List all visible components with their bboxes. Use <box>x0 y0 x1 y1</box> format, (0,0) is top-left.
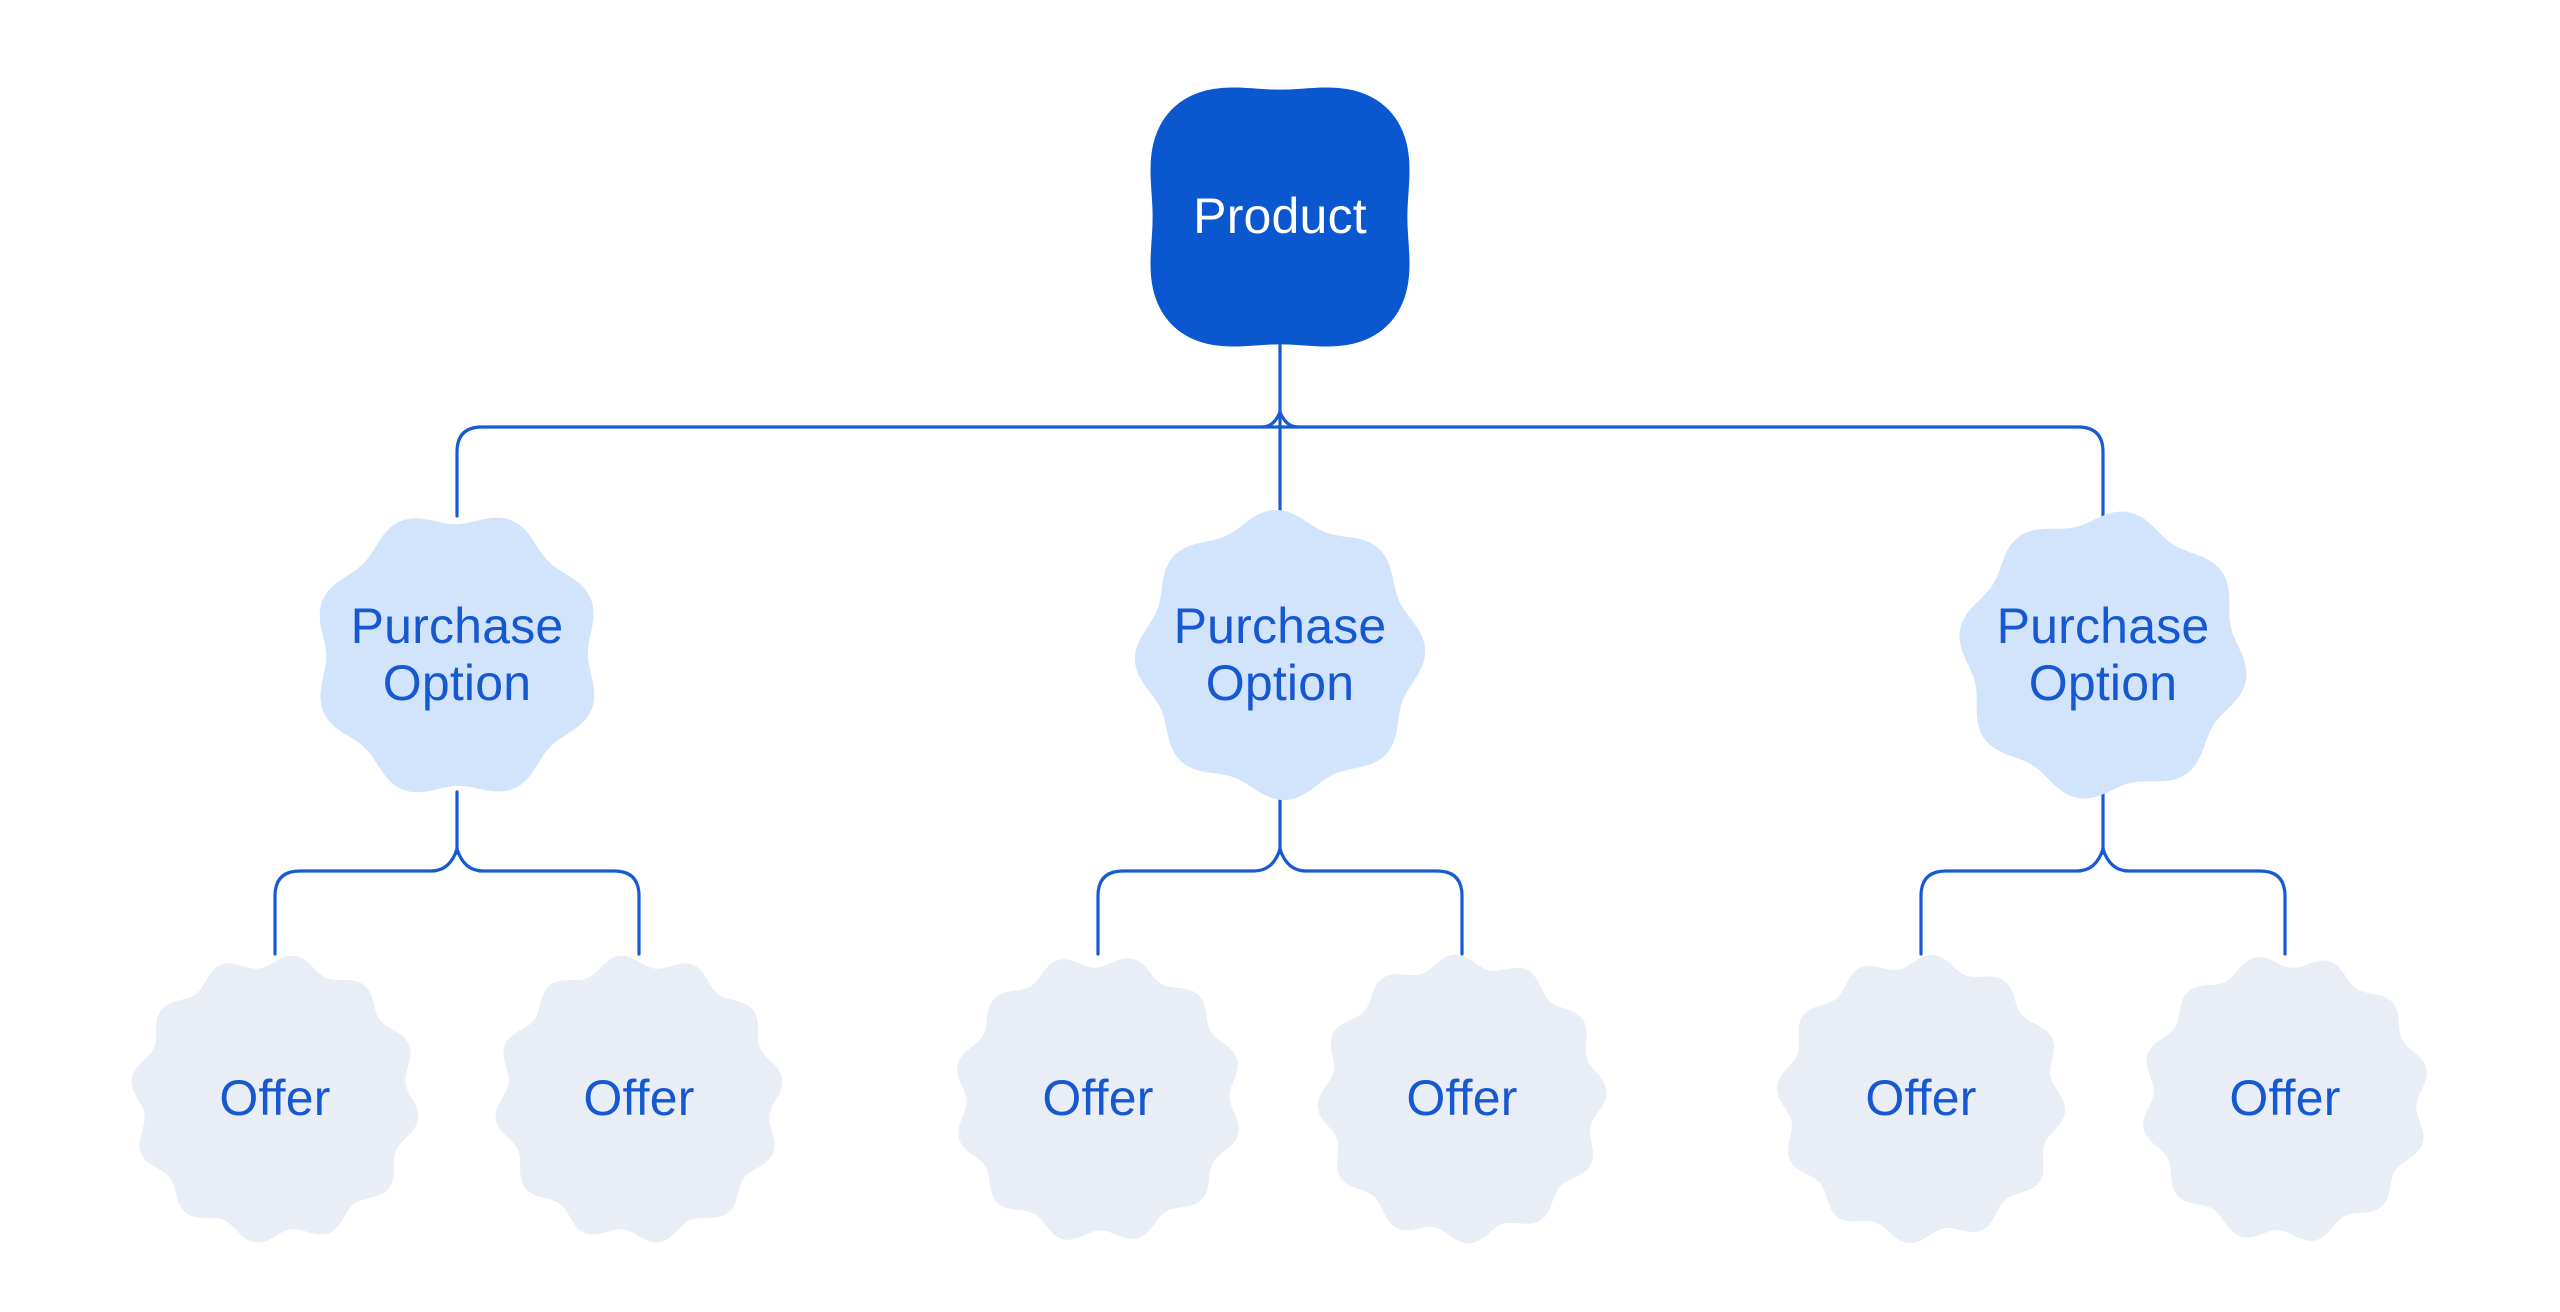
connector-po1-arm-left <box>273 847 459 956</box>
purchase-option-node-2: Purchase Option <box>1120 495 1440 815</box>
connector-po3-arm-right <box>2101 847 2287 956</box>
offer-blob-shape <box>2143 957 2427 1241</box>
offer-blob-shape <box>1317 954 1607 1244</box>
connector-po1-arm-right <box>455 847 641 956</box>
offer-label-text: Offer <box>1865 1070 1977 1127</box>
offer-label: Offer <box>2125 939 2445 1259</box>
offer-label-text: Offer <box>219 1070 331 1127</box>
connector-po2-arm-left <box>1096 847 1282 956</box>
offer-label-text: Offer <box>583 1070 695 1127</box>
connector-po2-arm-right <box>1278 847 1464 956</box>
purchase-option-label: Purchase Option <box>297 495 617 815</box>
purchase-option-blob-shape <box>319 517 595 793</box>
product-node: Product <box>1120 57 1440 377</box>
purchase-option-label: Purchase Option <box>1943 495 2263 815</box>
offer-label-text: Offer <box>1042 1070 1154 1127</box>
offer-label: Offer <box>479 939 799 1259</box>
purchase-option-label: Purchase Option <box>1120 495 1440 815</box>
purchase-option-blob-shape <box>1134 509 1426 801</box>
offer-node-6: Offer <box>2125 939 2445 1259</box>
offer-node-1: Offer <box>115 939 435 1259</box>
product-blob-shape <box>1150 87 1410 347</box>
offer-blob-shape <box>1776 954 2066 1244</box>
offer-blob-shape <box>495 955 783 1243</box>
offer-node-2: Offer <box>479 939 799 1259</box>
purchase-option-label-text: Purchase Option <box>350 597 564 712</box>
purchase-option-node-1: Purchase Option <box>297 495 617 815</box>
offer-label: Offer <box>115 939 435 1259</box>
purchase-option-node-3: Purchase Option <box>1943 495 2263 815</box>
purchase-option-label-text: Purchase Option <box>1173 597 1387 712</box>
connector-level1-rail <box>455 425 2105 518</box>
offer-label-text: Offer <box>2229 1070 2341 1127</box>
offer-node-4: Offer <box>1302 939 1622 1259</box>
product-label: Product <box>1120 57 1440 377</box>
offer-label: Offer <box>938 939 1258 1259</box>
connector-level1-fillet-left <box>1260 410 1282 429</box>
purchase-option-blob-shape <box>1959 511 2247 799</box>
offer-label-text: Offer <box>1406 1070 1518 1127</box>
product-label-text: Product <box>1193 188 1367 245</box>
offer-node-5: Offer <box>1761 939 2081 1259</box>
offer-label: Offer <box>1302 939 1622 1259</box>
offer-blob-shape <box>957 958 1239 1240</box>
purchase-option-label-text: Purchase Option <box>1996 597 2210 712</box>
connector-level1-fillet-right <box>1278 410 1300 429</box>
offer-node-3: Offer <box>938 939 1258 1259</box>
offer-blob-shape <box>131 955 419 1243</box>
connector-po3-arm-left <box>1919 847 2105 956</box>
offer-label: Offer <box>1761 939 2081 1259</box>
